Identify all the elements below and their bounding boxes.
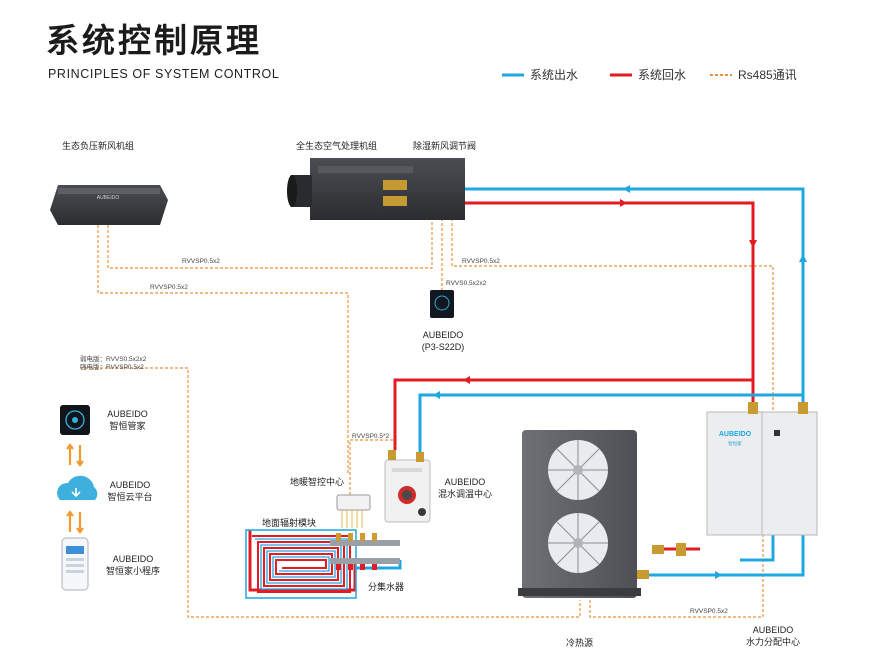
- page-title: 系统控制原理: [46, 21, 262, 60]
- dehumid-valve-label: 除湿新风调节阀: [413, 141, 477, 151]
- dist-brand: AUBEIDO: [752, 625, 794, 635]
- supply-arrows: [433, 185, 807, 579]
- floor-control-box: [336, 494, 371, 528]
- comm-lines: [80, 218, 774, 618]
- wire-label-6: 强电版：RVVSP0.5x2: [80, 364, 144, 371]
- dist-name: 水力分配中心: [745, 637, 800, 647]
- heat-pump-unit: [518, 430, 641, 598]
- controller-brand: AUBEIDO: [422, 330, 464, 340]
- cloud-brand: AUBEIDO: [109, 480, 151, 490]
- wire-label-5: 弱电版：RVVS0.5x2x2: [80, 356, 147, 363]
- cloud-platform-icon: [57, 475, 98, 500]
- legend-return: 系统回水: [610, 66, 686, 83]
- cloud-label: AUBEIDO 智恒云平台: [100, 479, 160, 503]
- dist-label: AUBEIDO 水力分配中心: [738, 624, 808, 648]
- app-label: AUBEIDO 智恒家小程序: [100, 553, 166, 577]
- legend-supply-label: 系统出水: [530, 68, 579, 82]
- floor-ctrl-label: 地暖智控中心: [290, 477, 345, 487]
- fresh-air-unit-label: 生态负压新风机组: [62, 141, 135, 151]
- manifold-label: 分集水器: [368, 582, 405, 592]
- legend-return-label: 系统回水: [638, 68, 687, 82]
- legend-return-swatch: [610, 73, 632, 76]
- mixing-label: AUBEIDO 混水调温中心: [434, 476, 496, 500]
- legend-supply-swatch: [502, 73, 524, 76]
- fresh-air-unit: AUBEIDO: [50, 185, 168, 225]
- mixing-center-unit: [384, 459, 431, 523]
- wire-label-8: RVVSP0.5x2: [690, 608, 728, 615]
- app-brand: AUBEIDO: [112, 554, 154, 564]
- wire-label-4: RVVS0.5x2x2: [446, 280, 487, 287]
- legend-comm-label: Rs485通讯: [738, 68, 797, 82]
- butler-name: 智恒管家: [109, 421, 146, 431]
- dist-cabinet-sub: 智恒家: [728, 440, 742, 447]
- wire-label-2: RVVSP0.5x2: [150, 284, 188, 291]
- air-handler-label: 全生态空气处理机组: [296, 141, 378, 151]
- mixing-brand: AUBEIDO: [444, 477, 486, 487]
- return-arrows: [463, 199, 757, 384]
- floor-radiant-label: 地面辐射模块: [262, 518, 317, 528]
- page-subtitle: PRINCIPLES OF SYSTEM CONTROL: [48, 67, 280, 81]
- wire-label-3: RVVSP0.5x2: [462, 258, 500, 265]
- controller-model: (P3-S22D): [421, 342, 465, 352]
- legend-supply: 系统出水: [502, 66, 578, 83]
- fresh-air-unit-logo: AUBEIDO: [97, 195, 120, 201]
- butler-label: AUBEIDO 智恒管家: [100, 408, 155, 432]
- legend-comm: Rs485通讯: [710, 66, 797, 83]
- butler-brand: AUBEIDO: [107, 409, 148, 419]
- distribution-center-cabinet: AUBEIDO 智恒家: [706, 411, 818, 536]
- cloud-name: 智恒云平台: [107, 492, 153, 502]
- legend-comm-swatch: [710, 73, 732, 76]
- controller-panel: [430, 290, 454, 318]
- dist-cabinet-brand: AUBEIDO: [719, 431, 752, 438]
- wire-label-7: RVVSP0.5*2: [352, 433, 390, 440]
- supply-pipes: [355, 187, 805, 577]
- smart-butler-device: [60, 405, 90, 435]
- app-name: 智恒家小程序: [105, 566, 160, 576]
- link-arrows: [66, 443, 84, 534]
- controller-label: AUBEIDO (P3-S22D): [418, 329, 468, 353]
- pipe-fittings: [388, 402, 808, 579]
- manifold: [330, 533, 400, 570]
- wire-label-1: RVVSP0.5x2: [182, 258, 220, 265]
- mixing-name: 混水调温中心: [437, 489, 492, 499]
- air-handling-unit: [287, 158, 465, 220]
- heat-source-label: 冷热源: [566, 638, 594, 648]
- mini-program-phone: [61, 537, 89, 591]
